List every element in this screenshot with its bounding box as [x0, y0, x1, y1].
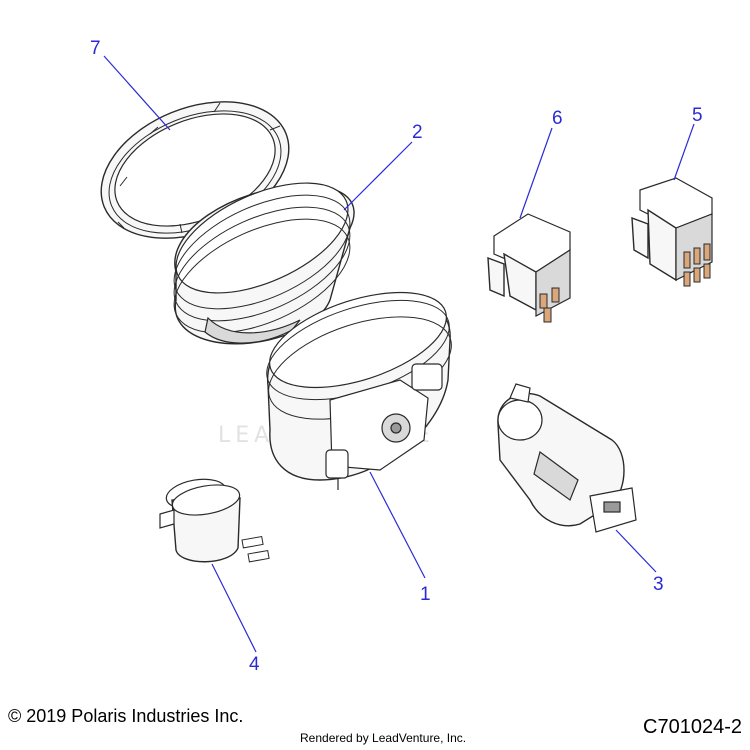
callout-6: 6	[552, 108, 563, 129]
leader-2	[343, 141, 413, 211]
part-5-rocker-switch	[631, 177, 713, 287]
leader-6	[519, 127, 553, 219]
part-4-indicator-lamp	[159, 478, 270, 563]
callout-4: 4	[249, 654, 260, 675]
part-2-threaded-sleeve	[173, 182, 355, 345]
leader-3	[615, 529, 657, 573]
callout-2: 2	[412, 122, 423, 143]
callout-1: 1	[420, 584, 431, 605]
callout-7: 7	[90, 38, 101, 59]
part-1-gauge-housing	[266, 291, 452, 490]
callout-3: 3	[653, 574, 664, 595]
leader-7	[103, 55, 171, 131]
leader-1	[369, 471, 426, 579]
copyright-text: © 2019 Polaris Industries Inc.	[8, 706, 244, 726]
leader-5	[673, 123, 695, 181]
part-6-rocker-switch	[487, 213, 571, 323]
leader-4	[211, 563, 257, 653]
callout-5: 5	[692, 105, 703, 126]
rendered-by-text: Rendered by LeadVenture, Inc.	[300, 731, 467, 745]
diagram-id: C701024-2	[643, 716, 742, 738]
part-3-ignition-switch	[497, 383, 637, 533]
